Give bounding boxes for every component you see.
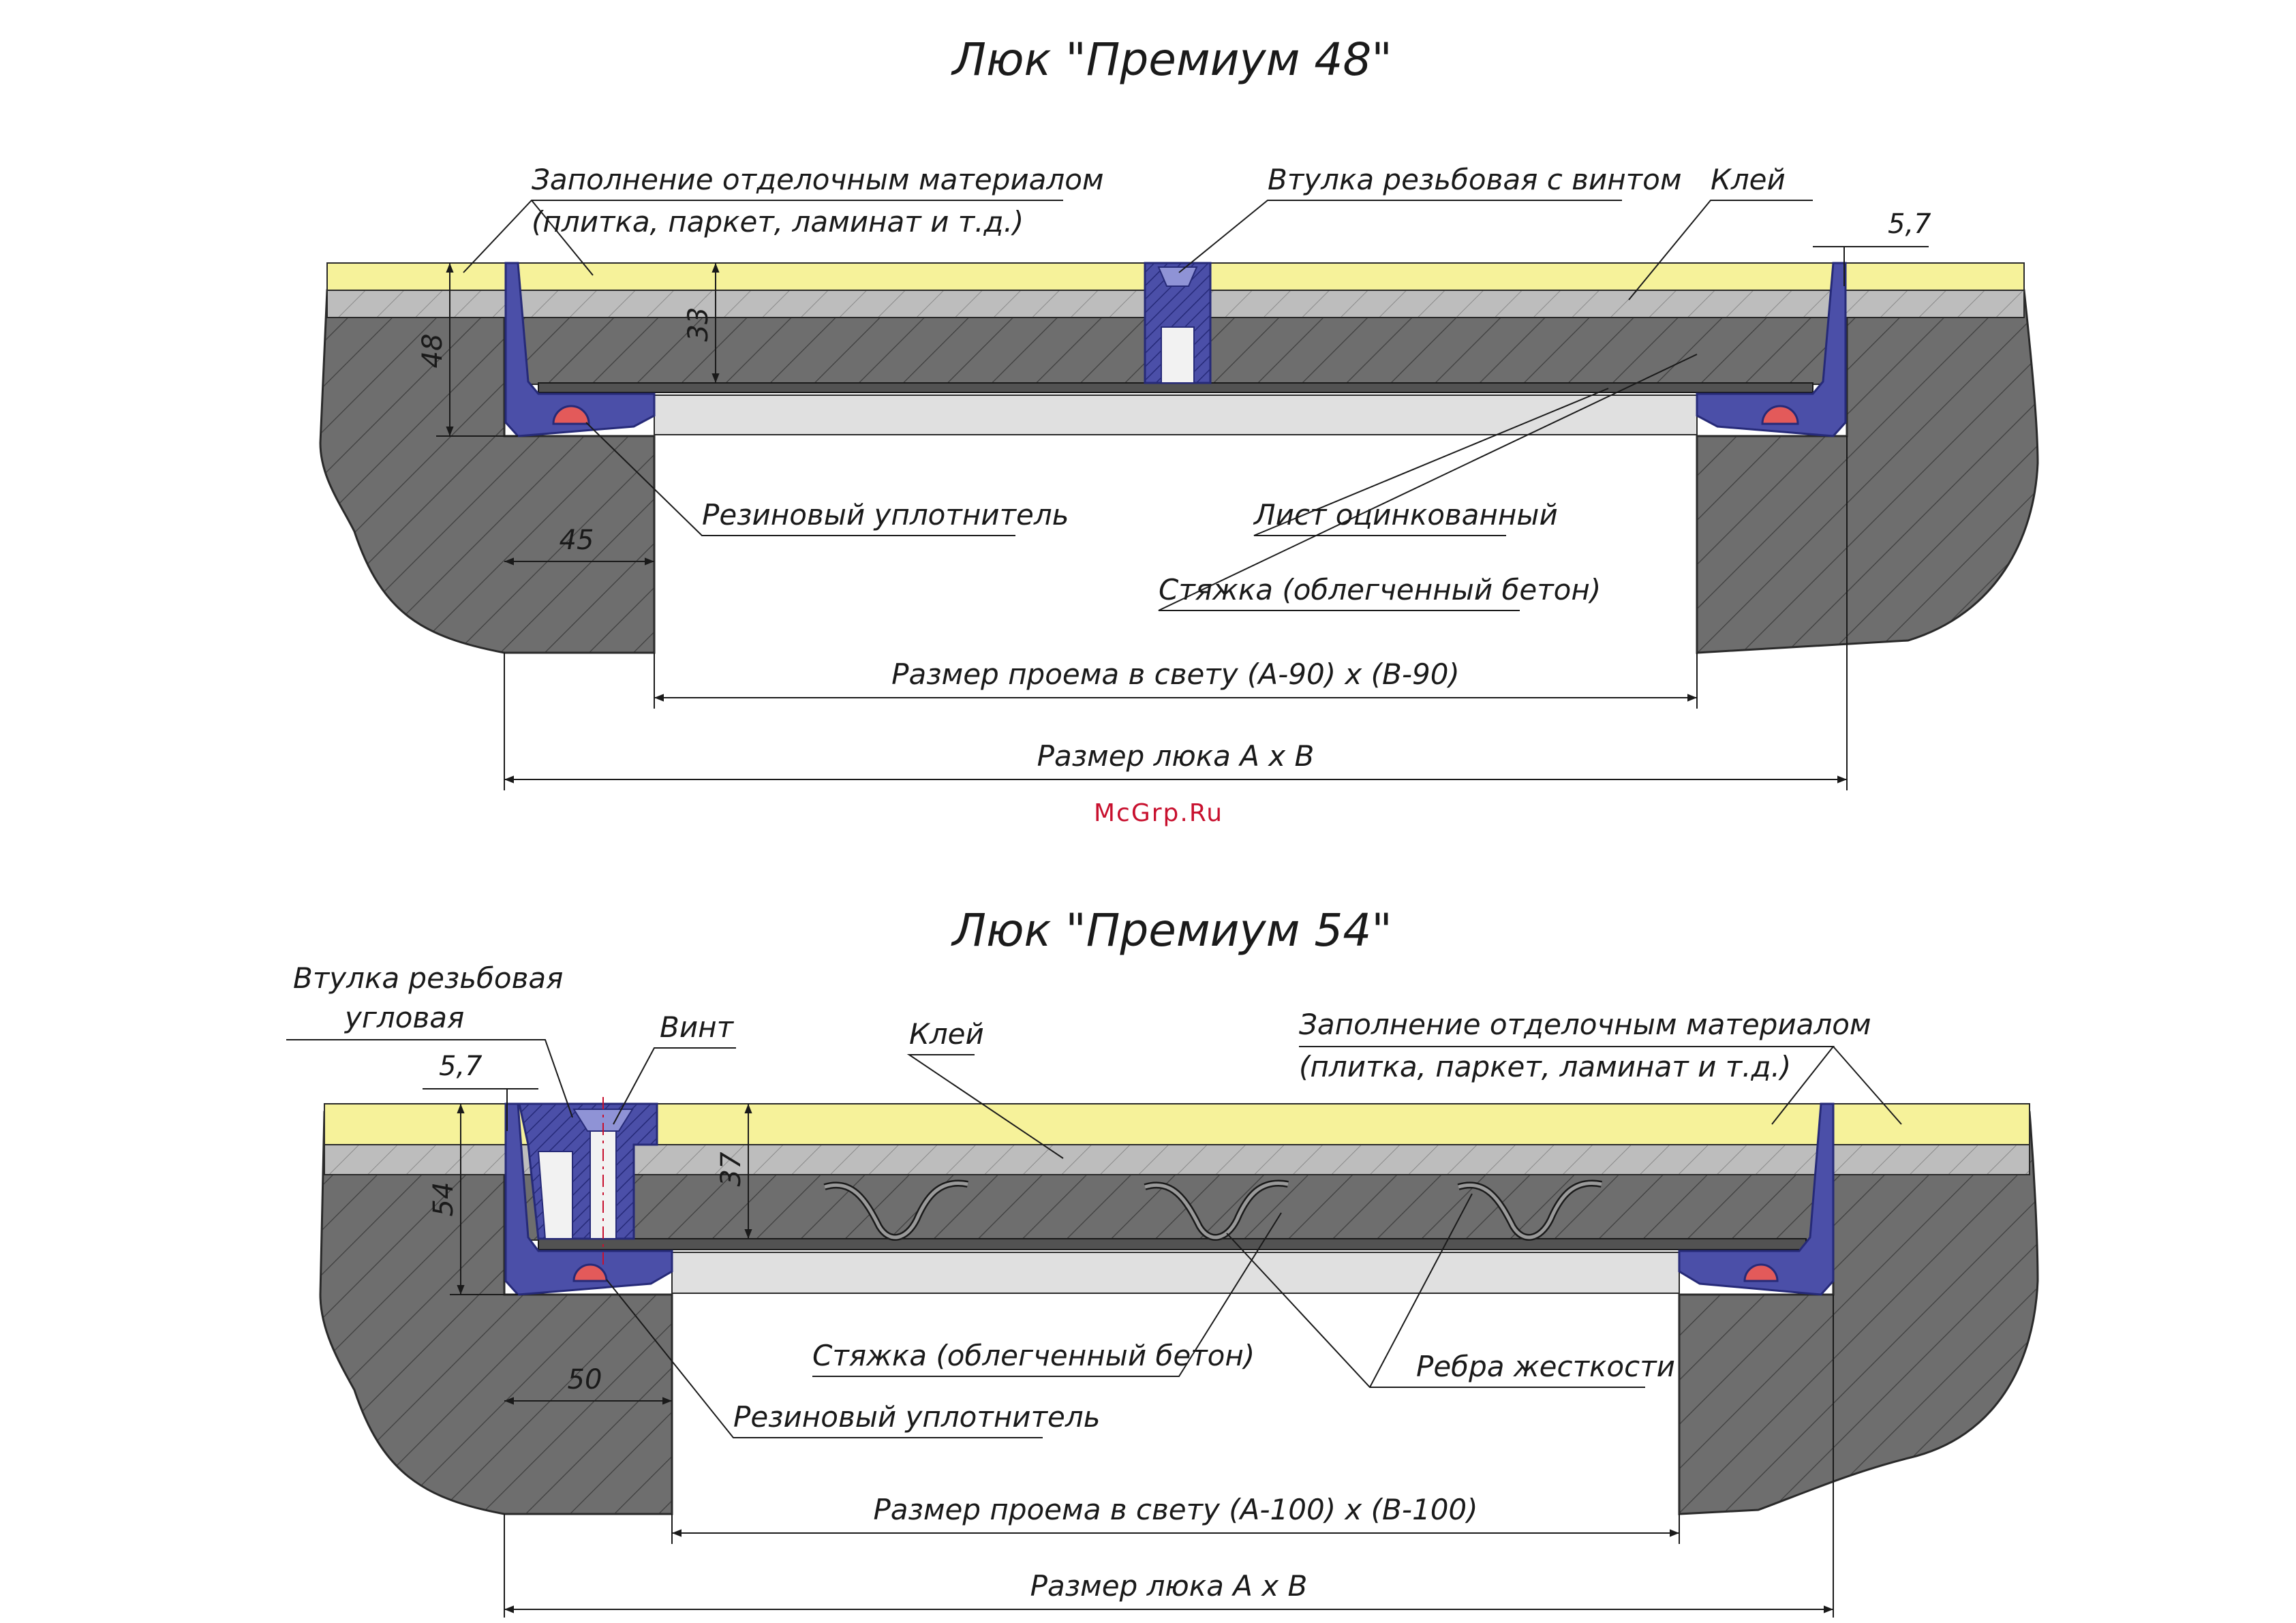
p54-screed (517, 1173, 1834, 1241)
p54-left-concrete (319, 1111, 673, 1515)
p54-label-seal: Резиновый уплотнитель (733, 1400, 1101, 1434)
p48-leader-bushing (1178, 200, 1622, 273)
p54-label-bushing-2: угловая (343, 1001, 464, 1034)
p54-right-frame (1678, 1102, 1835, 1296)
p54-dim-height: 54 (428, 1182, 459, 1217)
p48-left-frame (504, 262, 656, 437)
p48-right-seal (1761, 405, 1799, 425)
p54-label-glue: Клей (909, 1017, 984, 1051)
p54-label-opening: Размер проема в свету (А-100) х (В-100) (873, 1493, 1478, 1526)
p48-opening (654, 395, 1698, 435)
p54-leader-screed (812, 1212, 1282, 1377)
p48-label-screed: Стяжка (облегченный бетон) (1159, 573, 1601, 606)
p48-leader-fill-2 (531, 200, 594, 276)
p54-dim-flange: 50 (568, 1364, 602, 1395)
p54-leader-seal (606, 1279, 1043, 1438)
p48-label-fill-1: Заполнение отделочным материалом (532, 163, 1104, 196)
p54-rib-3-inner (1458, 1181, 1602, 1239)
p54-left-frame (504, 1102, 673, 1296)
p54-dim-edge: 5,7 (439, 1051, 483, 1082)
p48-label-opening: Размер проема в свету (А-90) х (В-90) (891, 658, 1460, 691)
p54-corner-bushing-cavity (537, 1151, 573, 1239)
p54-label-screw: Винт (660, 1010, 735, 1044)
p54-label-hatch: Размер люка А х В (1030, 1569, 1308, 1603)
p54-right-seal (1743, 1263, 1779, 1282)
p54-leader-fill-2 (1833, 1046, 1902, 1125)
p48-bushing-bore (1161, 326, 1195, 384)
p48-screw-head (1157, 266, 1198, 287)
p54-label-screed: Стяжка (облегченный бетон) (812, 1339, 1255, 1372)
p48-right-frame (1696, 262, 1847, 437)
p54-sheet (538, 1238, 1807, 1250)
p54-label-ribs: Ребра жесткости (1416, 1350, 1675, 1383)
p54-right-concrete (1678, 1111, 2039, 1515)
p54-leader-screw (613, 1047, 736, 1125)
p48-right-concrete (1696, 289, 2039, 654)
p48-label-hatch: Размер люка А х В (1037, 739, 1315, 773)
p48-leader-screed (1158, 354, 1698, 611)
p54-left-seal (572, 1263, 608, 1282)
p54-opening (671, 1252, 1680, 1294)
p48-label-glue: Клей (1711, 163, 1786, 196)
p48-dim-flange: 45 (560, 525, 594, 556)
p48-left-seal (552, 405, 590, 425)
p54-leader-glue (906, 1054, 1064, 1159)
p48-title: Люк "Премиум 48" (951, 33, 1392, 86)
p54-leader-ribs-2 (1369, 1193, 1473, 1388)
p54-leader-bushing (286, 1039, 573, 1118)
p48-label-seal: Резиновый уплотнитель (702, 498, 1069, 531)
p48-sheet (538, 382, 1813, 393)
premium-54-section: Люк "Премиум 54" (286, 904, 2039, 1618)
p54-dim-depth: 37 (716, 1151, 747, 1186)
p54-label-fill-2: (плитка, паркет, ламинат и т.д.) (1299, 1050, 1791, 1083)
p48-dim-edge: 5,7 (1888, 208, 1931, 240)
p48-label-fill-2: (плитка, паркет, ламинат и т.д.) (532, 205, 1024, 238)
p54-title: Люк "Премиум 54" (951, 904, 1392, 957)
p48-leader-sheet (1253, 388, 1609, 536)
p48-leader-seal (585, 422, 1015, 536)
premium-48-section: Люк "Премиум 48" Заполнение отделочным м… (319, 33, 2039, 790)
watermark-text: McGrp.Ru (1094, 799, 1223, 827)
p48-dim-depth: 33 (683, 307, 714, 342)
p54-rib-1-inner (824, 1181, 968, 1239)
p48-label-bushing: Втулка резьбовая с винтом (1268, 163, 1682, 196)
p48-label-sheet: Лист оцинкованный (1253, 498, 1558, 531)
p48-dim-height: 48 (417, 334, 448, 369)
p54-label-fill-1: Заполнение отделочным материалом (1299, 1008, 1871, 1041)
p48-leader-glue (1628, 200, 1813, 300)
p54-rib-2-inner (1144, 1181, 1289, 1239)
p54-label-bushing-1: Втулка резьбовая (293, 961, 563, 995)
